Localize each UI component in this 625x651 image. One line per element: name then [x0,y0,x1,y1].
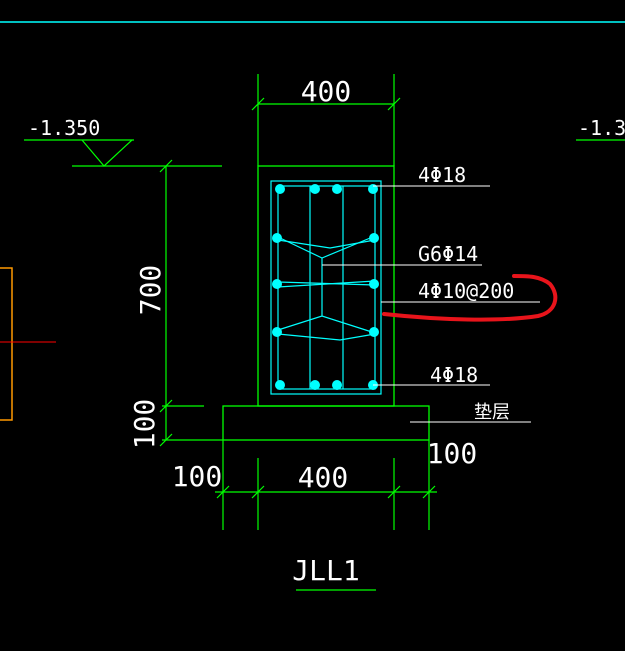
dim-right-offset-label: 100 [427,437,478,470]
rebar-bottom-2 [310,380,320,390]
elevation-label-left: -1.350 [28,116,100,140]
elevation-label-right: -1.350 [578,116,625,140]
label-side-bars: G6Φ14 [418,242,478,266]
label-bottom-bars: 4Φ18 [430,363,478,387]
dim-height [159,159,223,447]
rebar-side-5 [272,327,282,337]
elevation-marker-right: -1.350 [576,116,625,141]
dim-top-width-label: 400 [301,75,352,108]
label-cushion: 垫层 [474,402,510,423]
rebar-dots [272,184,379,390]
dim-height-label: 700 [134,265,167,316]
rebar-top-2 [310,184,320,194]
rebar-top-1 [275,184,285,194]
left-orange-element [0,267,13,421]
rebar-section [270,180,382,395]
dim-cushion-label: 100 [128,399,161,450]
label-stirrups: 4Φ10@200 [418,279,514,303]
drawing-title: JLL1 [292,554,359,587]
rebar-bottom-1 [275,380,285,390]
label-top-bars: 4Φ18 [418,163,466,187]
rebar-top-3 [332,184,342,194]
dim-bottom-width-label: 400 [298,461,349,494]
cushion-layer [222,405,430,441]
rebar-side-1 [272,233,282,243]
rebar-side-2 [369,233,379,243]
dim-left-offset-label: 100 [172,460,223,493]
rebar-side-4 [369,279,379,289]
rebar-side-3 [272,279,282,289]
dim-bottom [215,440,437,530]
leader-lines [322,185,540,423]
rebar-bottom-3 [332,380,342,390]
rebar-side-6 [369,327,379,337]
dim-top-width [251,74,401,166]
elevation-marker-left: -1.350 [24,116,222,167]
red-highlight-mark [382,274,558,322]
